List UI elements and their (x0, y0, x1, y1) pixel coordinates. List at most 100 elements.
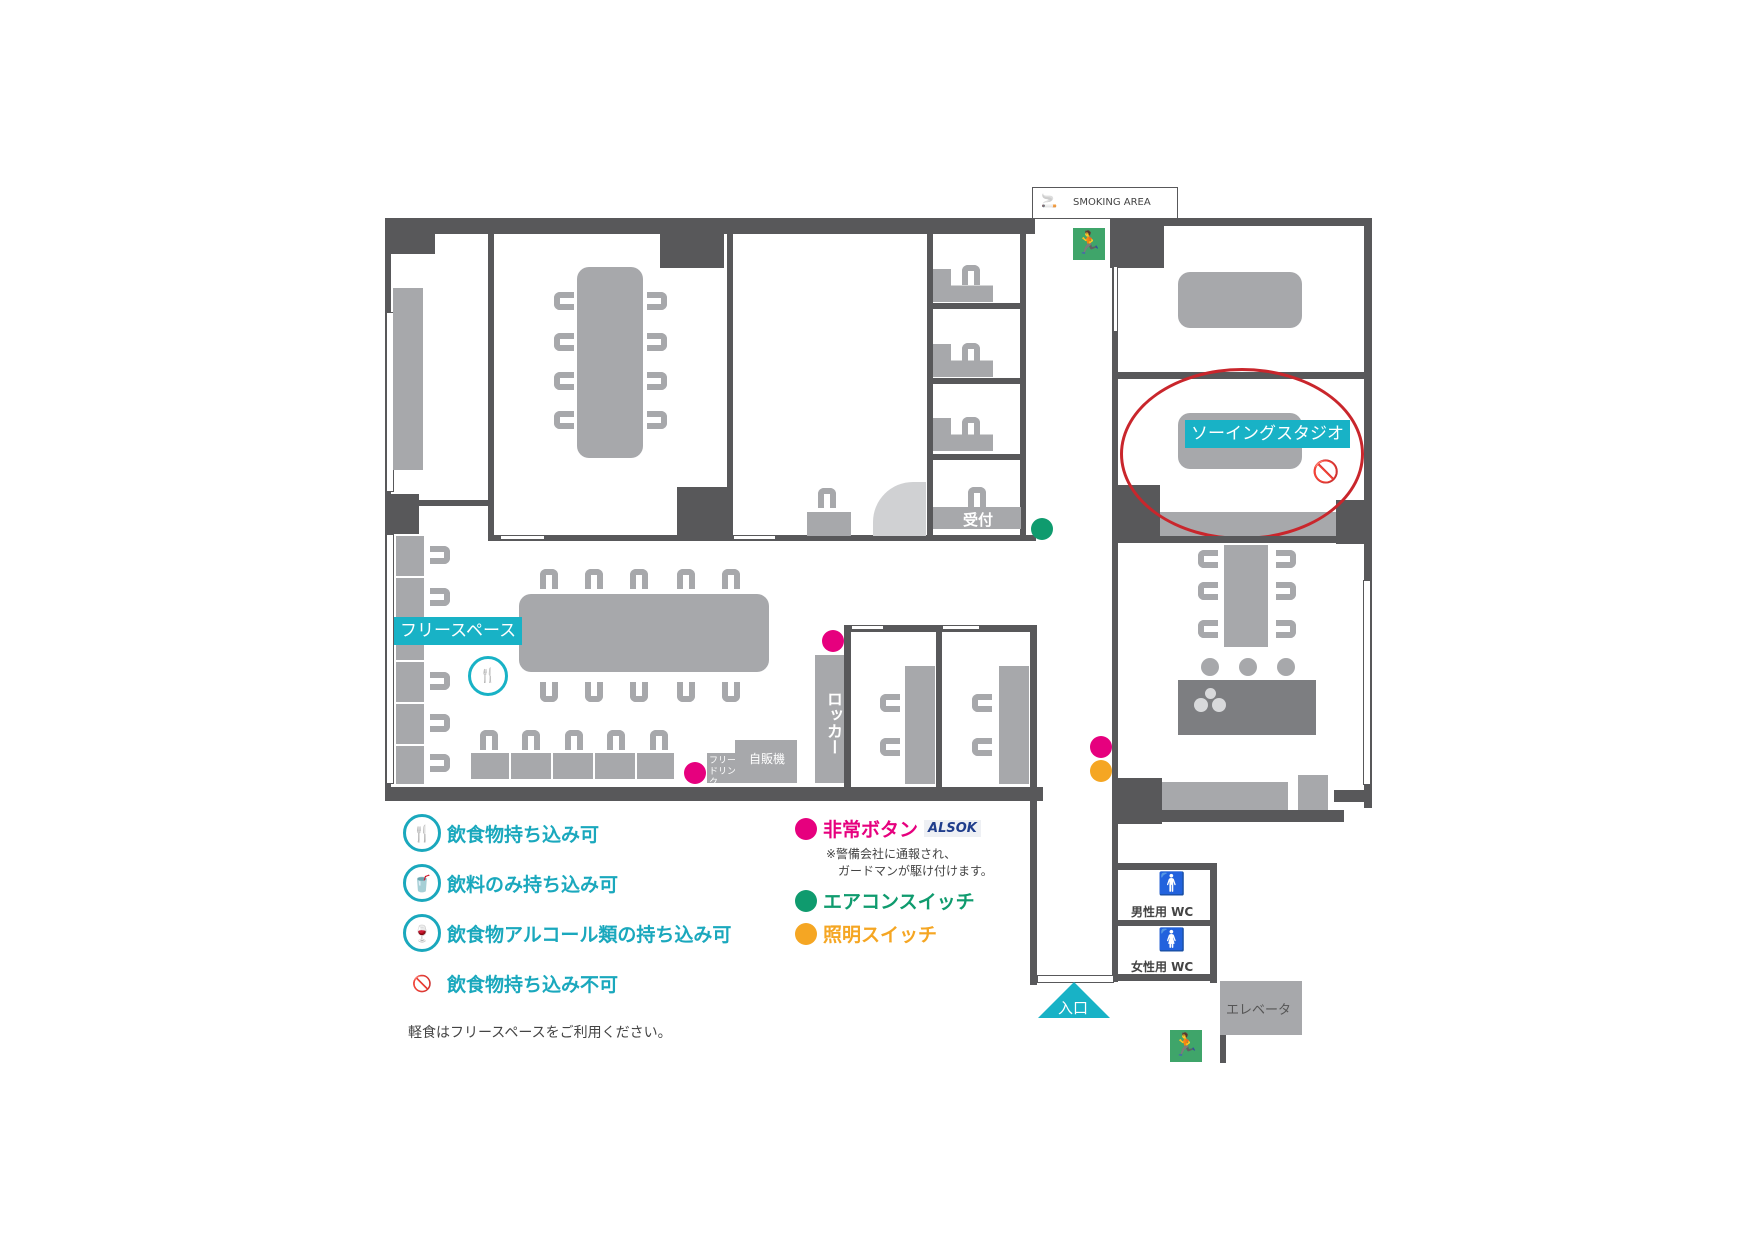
free-space-table (519, 594, 769, 672)
chair (1198, 582, 1218, 600)
legend-emergency-button: 非常ボタン ALSOK (795, 815, 981, 842)
stool (1239, 658, 1257, 676)
reception-label: 受付 (963, 511, 994, 529)
wall (488, 234, 494, 540)
bench (396, 536, 424, 576)
chair (554, 411, 574, 429)
chair (430, 754, 450, 772)
counter (393, 288, 423, 470)
window (1363, 580, 1371, 785)
chair (818, 488, 836, 508)
chair (1276, 620, 1296, 638)
emergency-note-1: ※警備会社に通報され、 (826, 847, 957, 861)
chair (880, 738, 900, 756)
chair (430, 588, 450, 606)
legend-food-not-allowed: 🚫 飲食物持ち込み不可 (403, 964, 618, 1002)
free-drink: フリードリンク (707, 753, 737, 788)
light-dot-icon (795, 922, 817, 945)
bench (396, 662, 424, 702)
free-space-label: フリースペース (394, 617, 523, 645)
highlight-ellipse (1120, 368, 1364, 540)
reception-desk: 受付 (933, 507, 1021, 529)
wall (1118, 536, 1370, 543)
wall (927, 234, 933, 540)
chair (647, 292, 667, 310)
smoking-area-label: SMOKING AREA (1073, 197, 1151, 208)
chair (962, 417, 980, 437)
food-drink-allowed-icon: 🍴 (403, 814, 441, 852)
chair (722, 682, 740, 702)
elevator-label: エレベータ (1226, 1003, 1292, 1018)
chair (677, 682, 695, 702)
chair (1198, 550, 1218, 568)
food-drink-allowed-icon: 🍴 (468, 656, 508, 696)
wall-bottom-left (385, 787, 1043, 801)
legend-note: 軽食はフリースペースをご利用ください。 (408, 1025, 672, 1041)
locker: ロッカー (815, 655, 844, 783)
door (851, 625, 884, 630)
legend-light-switch: 照明スイッチ (795, 920, 937, 947)
emergency-note-2: ガードマンが駆け付けます。 (838, 864, 993, 878)
chair (430, 546, 450, 564)
legend-label: 非常ボタン (823, 819, 919, 841)
legend-label: 飲食物アルコール類の持ち込み可 (447, 923, 732, 946)
chair (554, 372, 574, 390)
counter-desk (637, 753, 674, 779)
chair (554, 333, 574, 351)
desk (999, 666, 1029, 784)
counter-desk (553, 753, 593, 779)
wall (927, 454, 1026, 460)
wall (1112, 974, 1217, 981)
wall (1334, 790, 1370, 802)
wall (1220, 1035, 1226, 1063)
kitchen-counter (1178, 680, 1316, 735)
wall (1118, 810, 1344, 822)
wall (936, 625, 942, 790)
window (386, 534, 394, 784)
stool (1201, 658, 1219, 676)
men-icon: 🚹 (1158, 872, 1186, 897)
legend-alcohol-allowed: 🍷 飲食物アルコール類の持ち込み可 (403, 914, 731, 952)
vending-label: 自販機 (749, 752, 786, 766)
exit-sign-icon: 🏃 (1073, 228, 1105, 260)
wall (1112, 226, 1118, 982)
chair (962, 265, 980, 285)
door (500, 535, 545, 540)
door (733, 535, 776, 540)
drink-only-icon: 🥤 (403, 864, 441, 902)
wall (927, 378, 1026, 384)
chair (540, 569, 558, 589)
wall (1020, 234, 1026, 540)
chair (722, 569, 740, 589)
chair (962, 343, 980, 363)
bench (396, 704, 424, 744)
women-icon: 🚺 (1158, 928, 1186, 953)
door-swing (873, 482, 926, 536)
wall (844, 625, 851, 790)
desk (807, 512, 851, 536)
legend-food-allowed: 🍴 飲食物持ち込み可 (403, 814, 599, 852)
counter-desk (471, 753, 509, 779)
counter-desk (511, 753, 551, 779)
chair (972, 694, 992, 712)
pillar (677, 487, 731, 539)
entrance-label: 入口 (1058, 999, 1089, 1017)
smoking-icon: 🚬 (1041, 194, 1058, 209)
men-wc-label: 男性用 WC (1131, 905, 1194, 919)
food-not-allowed-icon: 🚫 (412, 973, 432, 993)
legend-label: 照明スイッチ (823, 924, 938, 946)
pillar (1110, 218, 1164, 268)
chair (880, 694, 900, 712)
pillar (385, 218, 435, 254)
legend-label: 飲食物持ち込み可 (447, 823, 600, 846)
wall (727, 234, 733, 540)
legend-label: 飲料のみ持ち込み可 (447, 873, 619, 896)
emergency-dot-icon (795, 817, 817, 840)
entrance-marker[interactable] (1038, 982, 1110, 1018)
wall-top-right (1118, 218, 1370, 226)
chair (968, 487, 986, 507)
aircon-switch-dot (1031, 518, 1053, 540)
elevator: エレベータ (1220, 981, 1302, 1035)
window (1113, 266, 1118, 332)
chair (565, 730, 583, 750)
